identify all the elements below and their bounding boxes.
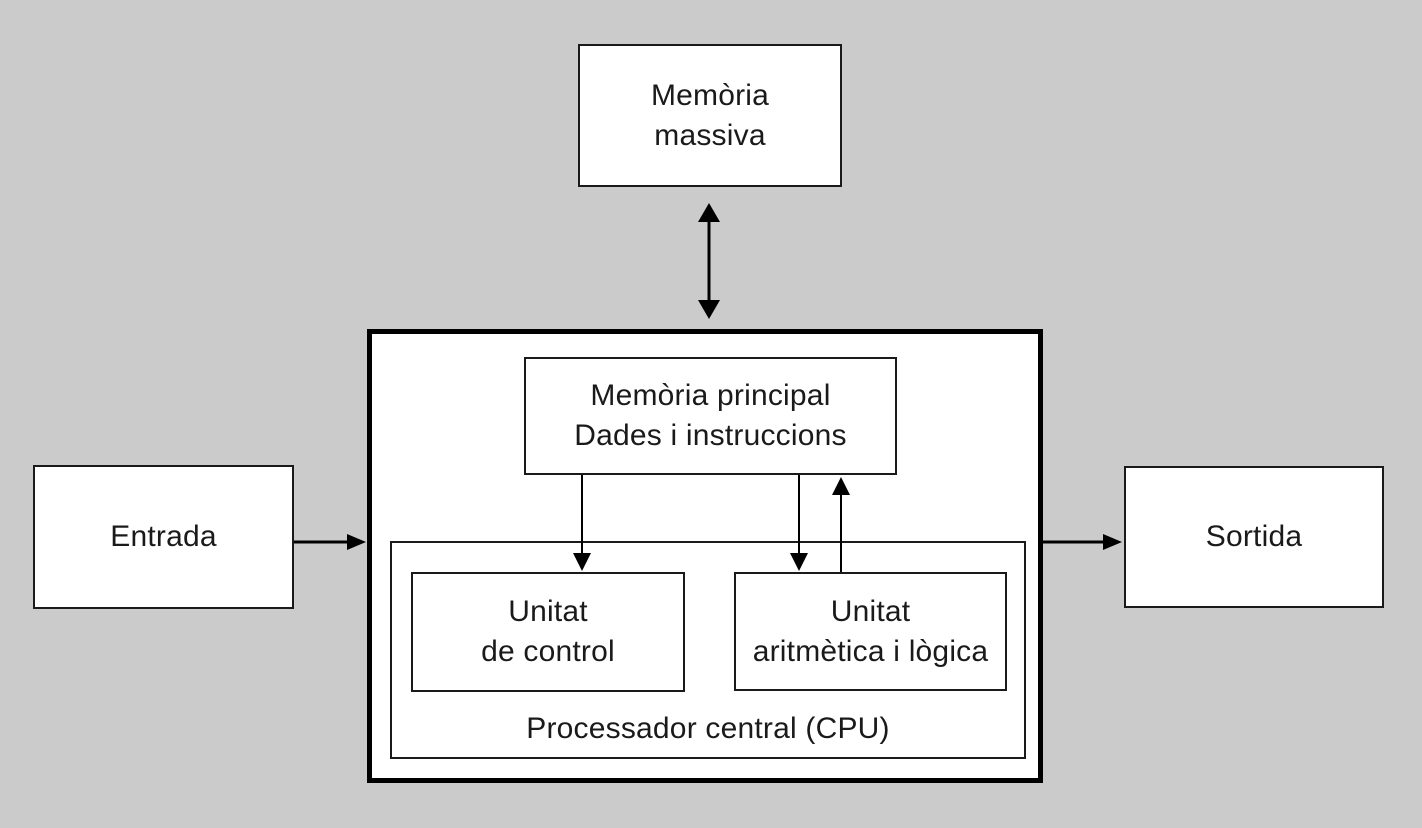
arrow-massiva-cpu-bidirectional [698,203,720,319]
processador-central-box: Processador central (CPU) [390,541,1026,759]
memoria-massiva-box: Memòria massiva [578,44,842,187]
memoria-principal-box: Memòria principal Dades i instruccions [524,357,897,475]
sortida-box: Sortida [1124,466,1384,608]
unitat-de-control-box: Unitat de control [411,572,685,692]
arrow-cpu-sortida [1043,534,1122,550]
arrow-entrada-cpu [294,534,366,550]
entrada-box: Entrada [33,465,294,609]
unitat-aritmetica-logica-box: Unitat aritmètica i lògica [734,572,1007,691]
